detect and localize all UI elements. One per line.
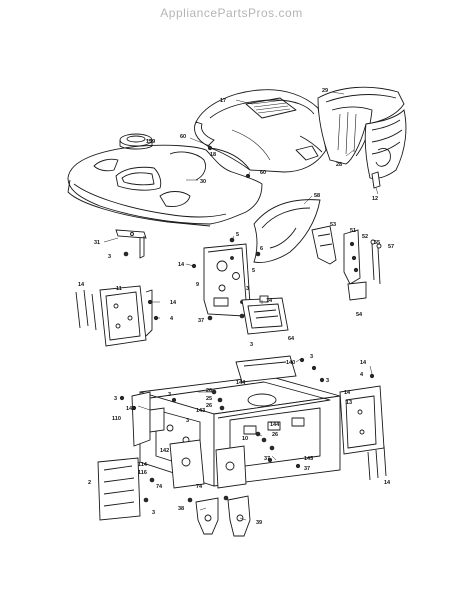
bolt-icon — [299, 357, 325, 383]
nut-icon — [211, 389, 225, 411]
axle-support-left[interactable] — [169, 439, 205, 489]
callout-14-mid: 14 — [170, 300, 177, 306]
axle-support-right[interactable] — [215, 445, 247, 489]
callout-143: 143 — [196, 408, 205, 414]
rear-right-panel[interactable] — [339, 385, 387, 481]
callout-54: 54 — [356, 312, 363, 318]
fender-deck[interactable] — [67, 144, 263, 227]
fender-mount-bracket[interactable] — [115, 229, 147, 259]
right-side-bracket[interactable] — [311, 225, 337, 265]
callout-3-frame-right: 3 — [326, 378, 329, 384]
callout-30: 30 — [200, 179, 206, 185]
callout-116: 116 — [138, 470, 147, 476]
callout-18: 18 — [210, 152, 216, 158]
bolt-icon — [147, 263, 197, 321]
callout-53: 53 — [330, 222, 336, 228]
callout-51: 51 — [350, 228, 356, 234]
watermark: AppliancePartsPros.com — [160, 6, 303, 20]
callout-26-mid: 26 — [206, 403, 212, 409]
callout-58: 58 — [314, 193, 320, 199]
callout-14-right: 14 — [360, 360, 367, 366]
callout-64: 64 — [288, 336, 295, 342]
front-left-hanger[interactable] — [131, 391, 165, 447]
heat-shield[interactable] — [253, 199, 321, 263]
callout-5-lower: 5 — [252, 268, 255, 274]
callout-2: 2 — [88, 480, 91, 486]
callout-114: 114 — [138, 462, 148, 468]
callout-14-dash: 14 — [178, 262, 185, 268]
callout-3-mid: 3 — [186, 418, 189, 424]
hood[interactable] — [195, 89, 327, 173]
hitch-plate[interactable] — [97, 457, 141, 521]
nut-icon — [143, 477, 229, 503]
callout-3-dash: 3 — [246, 286, 249, 292]
callout-9: 9 — [196, 282, 199, 288]
callout-60-upper: 60 — [180, 134, 186, 140]
callout-4-mid: 4 — [170, 316, 174, 322]
battery-tray[interactable] — [241, 295, 289, 335]
callout-3-front: 3 — [114, 396, 117, 402]
bolt-icon — [267, 373, 375, 469]
bottom-bracket-38[interactable] — [195, 497, 219, 535]
main-frame[interactable] — [139, 375, 341, 487]
callout-144-lower: 144 — [270, 422, 280, 428]
callout-37-lower: 37 — [304, 466, 310, 472]
frame-crossmember[interactable] — [235, 355, 297, 383]
callout-3-hitch: 3 — [152, 510, 155, 516]
callout-4-right: 4 — [360, 372, 364, 378]
callout-37-upper: 37 — [198, 318, 204, 324]
callout-52: 52 — [362, 234, 368, 240]
callout-3-bracket: 3 — [108, 254, 111, 260]
callout-26-upper: 26 — [206, 388, 212, 394]
leader-lines — [103, 91, 373, 521]
callouts: 17 29 159 60 18 30 60 28 12 58 31 3 5 6 … — [78, 88, 394, 526]
callout-17: 17 — [220, 98, 226, 104]
callout-10: 10 — [242, 436, 248, 442]
callout-57: 57 — [388, 244, 394, 250]
callout-3-frame-top: 3 — [310, 354, 313, 360]
bolt-icon — [119, 395, 177, 411]
bottom-bracket-39[interactable] — [227, 495, 251, 537]
callout-74-right: 74 — [196, 484, 203, 490]
nut-icon — [207, 313, 245, 321]
callout-14-tray: 14 — [266, 298, 273, 304]
callout-12: 12 — [372, 196, 378, 202]
callout-28: 28 — [336, 162, 342, 168]
callout-144-upper: 144 — [236, 380, 246, 386]
callout-39: 39 — [256, 520, 262, 526]
callout-140: 140 — [286, 360, 295, 366]
callout-37-mid: 37 — [264, 456, 270, 462]
callout-3-front-top: 3 — [168, 392, 171, 398]
callout-31: 31 — [94, 240, 100, 246]
left-side-panel[interactable] — [75, 285, 153, 347]
callout-159: 159 — [146, 139, 155, 145]
callout-29: 29 — [322, 88, 328, 94]
callout-110: 110 — [112, 416, 121, 422]
cup-holder[interactable] — [119, 133, 153, 150]
grille-insert[interactable] — [364, 109, 407, 179]
callout-26-lower: 26 — [272, 432, 278, 438]
callout-38: 38 — [178, 506, 184, 512]
callout-14-rear: 14 — [344, 390, 351, 396]
callout-6: 6 — [260, 246, 263, 252]
callout-14-bottom: 14 — [384, 480, 391, 486]
callout-11: 11 — [116, 286, 122, 292]
callout-142-left: 142 — [126, 406, 135, 412]
callout-145: 145 — [304, 456, 313, 462]
hood-latch[interactable] — [371, 171, 381, 195]
callout-142-right: 142 — [160, 448, 169, 454]
callout-74-left: 74 — [156, 484, 163, 490]
callout-25: 25 — [206, 396, 212, 402]
callout-14-left: 14 — [78, 282, 85, 288]
callout-60-lower: 60 — [260, 170, 266, 176]
callout-55: 55 — [374, 240, 380, 246]
pivot-bracket[interactable] — [343, 229, 382, 301]
callout-3-tray: 3 — [250, 342, 253, 348]
callout-5-upper: 5 — [236, 232, 239, 238]
callout-13: 13 — [346, 400, 352, 406]
hood-lens[interactable] — [194, 121, 215, 147]
